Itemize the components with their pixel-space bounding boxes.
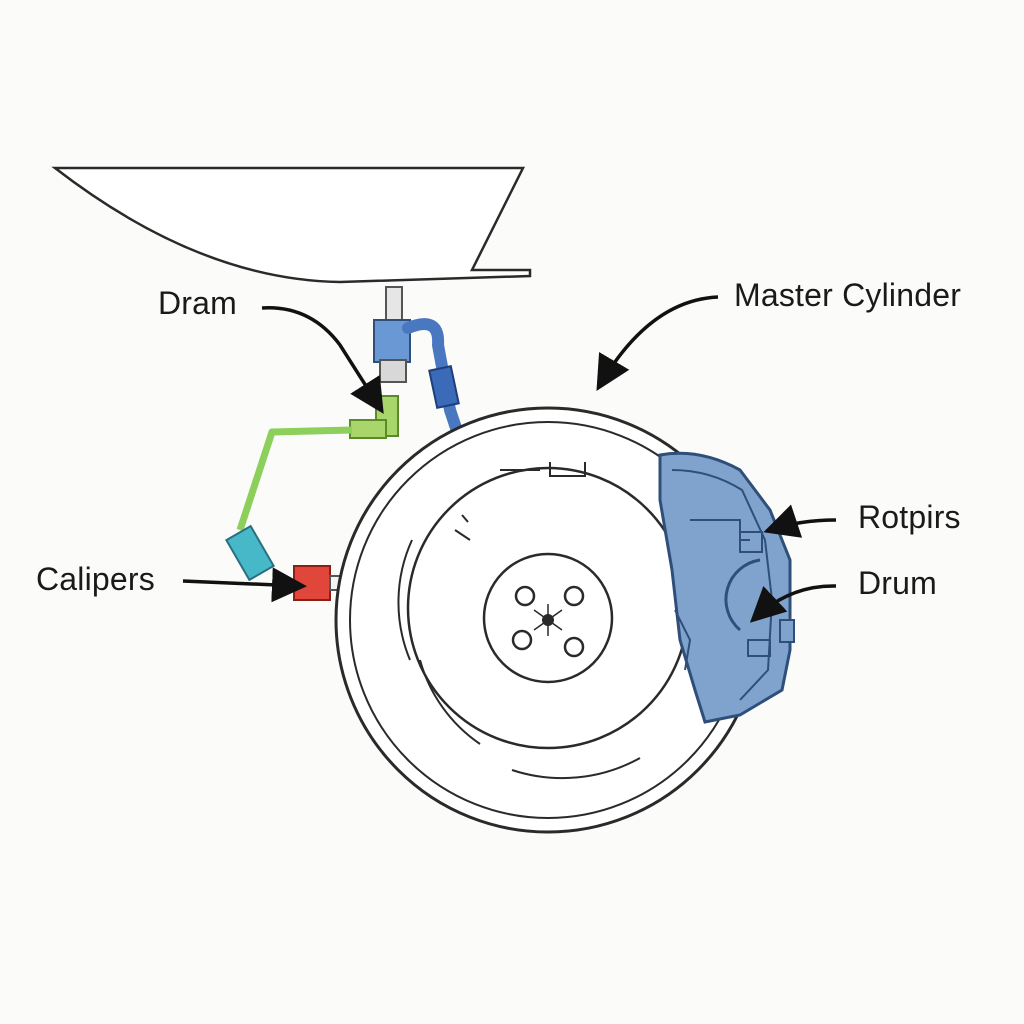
- drum-slot-left: [397, 539, 413, 661]
- label-calipers: Calipers: [36, 561, 155, 597]
- lug-top-right: [563, 585, 585, 607]
- teal-connector: [225, 524, 275, 582]
- arrow-dram: [261, 306, 384, 414]
- label-drum: Drum: [858, 565, 938, 601]
- lug-bottom-right: [563, 636, 585, 658]
- lug-bottom-left: [511, 629, 533, 651]
- blue-brake-line: [402, 318, 476, 476]
- blue-line-fitting: [428, 364, 460, 410]
- label-rotpirs: Rotpirs: [858, 499, 961, 535]
- arrow-drum: [749, 584, 837, 623]
- drum-slot-bottom: [511, 757, 641, 780]
- drum-slot-lower-left: [419, 659, 481, 745]
- label-master-cylinder: Master Cylinder: [734, 277, 962, 313]
- label-dram: Dram: [158, 285, 238, 321]
- green-brake-line: [236, 426, 353, 532]
- vehicle-body-panel: [51, 166, 532, 284]
- arrow-master-cylinder: [596, 295, 719, 392]
- red-fitting: [293, 565, 331, 601]
- lug-top-left: [514, 585, 536, 607]
- arrow-calipers: [182, 567, 307, 603]
- junction-block: [373, 319, 411, 363]
- arrow-rotpirs: [763, 504, 837, 538]
